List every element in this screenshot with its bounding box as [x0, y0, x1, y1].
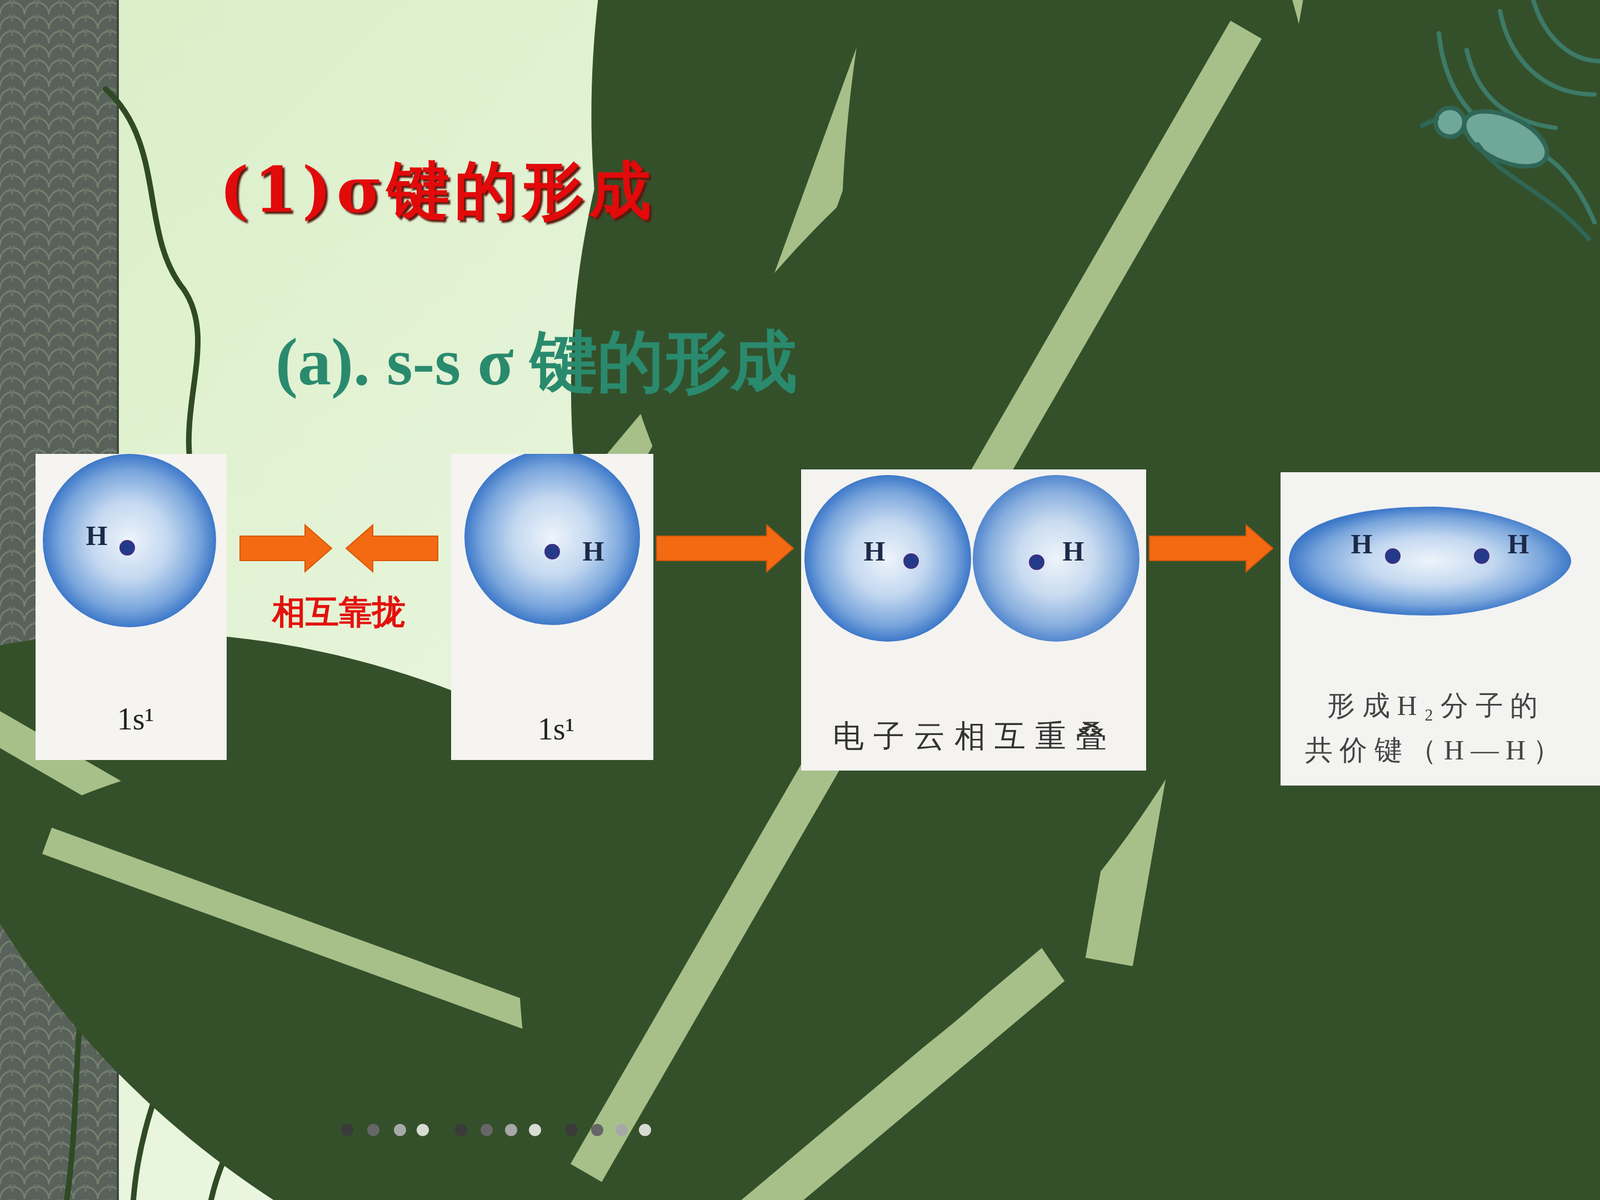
electron-cloud	[804, 475, 972, 642]
atom-symbol: H	[1062, 534, 1085, 568]
electron-cloud	[464, 453, 640, 625]
illustration-panel: H 1s¹	[451, 453, 654, 760]
edge-label: 相互靠拢	[272, 590, 406, 635]
panel-caption: 1s¹	[537, 710, 575, 748]
panel-caption: 电子云相互重叠	[832, 717, 1117, 755]
illustration-panel: H H 形成H₂分子的 共价键（H—H）	[1280, 472, 1600, 786]
page-dots	[341, 1123, 652, 1137]
nucleus-dot	[545, 544, 560, 559]
bird-ornament	[1422, 0, 1600, 239]
atom-symbol: H	[1351, 527, 1373, 561]
nucleus-dot	[903, 553, 919, 569]
orange-arrow	[656, 525, 794, 572]
illustration-panel: H 1s¹	[35, 453, 227, 760]
nucleus-dot	[1474, 548, 1489, 564]
orange-arrow	[346, 525, 438, 572]
atom-symbol: H	[582, 534, 605, 568]
electron-cloud	[1288, 506, 1572, 616]
nucleus-dot	[120, 540, 135, 555]
atom-symbol: H	[1507, 527, 1530, 561]
atom-symbol: H	[863, 534, 886, 568]
panel-caption: 1s¹	[117, 700, 155, 738]
atom-symbol: H	[86, 518, 108, 553]
panel-caption: 形成H₂分子的 共价键（H—H）	[1297, 683, 1575, 773]
nucleus-dot	[1385, 548, 1400, 564]
illustration-panel: H H 电子云相互重叠	[801, 469, 1147, 771]
orange-arrow	[1149, 525, 1273, 572]
nucleus-dot	[1029, 555, 1044, 570]
orange-arrow	[240, 525, 332, 572]
section-heading: (a). s-s σ 键的形成	[275, 317, 798, 408]
electron-cloud	[972, 475, 1140, 642]
slide-title: (1)σ键的形成	[219, 148, 657, 233]
electron-cloud	[42, 453, 217, 628]
